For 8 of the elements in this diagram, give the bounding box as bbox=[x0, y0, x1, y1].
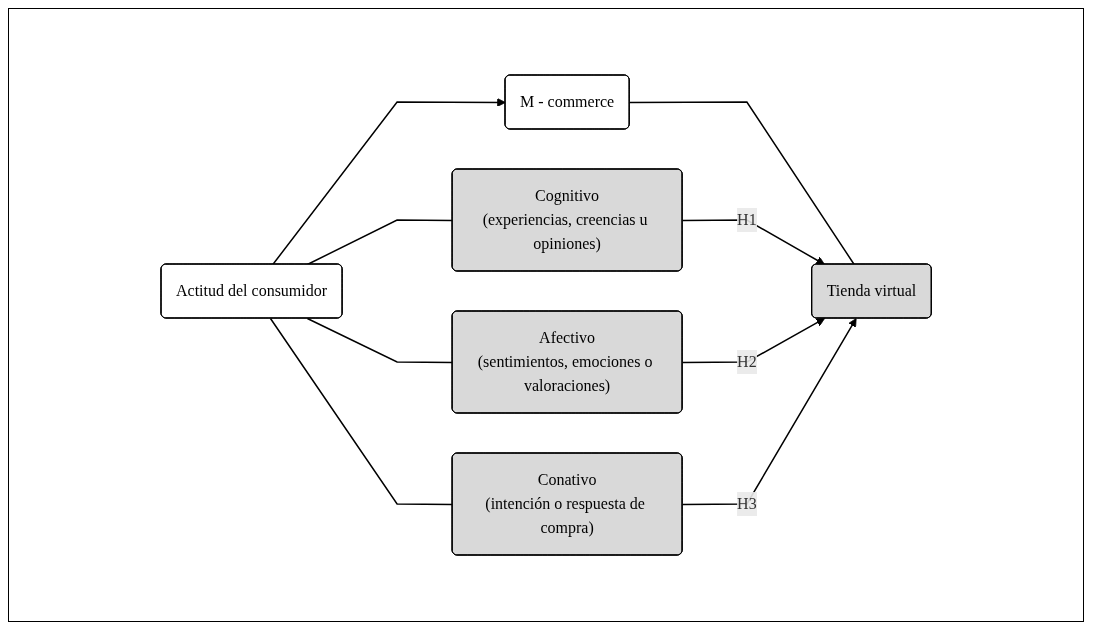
connector bbox=[628, 101, 855, 266]
edge-label: H2 bbox=[736, 353, 757, 370]
arrow bbox=[271, 98, 506, 266]
arrow bbox=[681, 219, 825, 265]
edge-label: H3 bbox=[736, 495, 757, 512]
edge-label: H1 bbox=[736, 211, 757, 228]
arrow bbox=[681, 318, 825, 364]
arrow bbox=[681, 318, 857, 506]
